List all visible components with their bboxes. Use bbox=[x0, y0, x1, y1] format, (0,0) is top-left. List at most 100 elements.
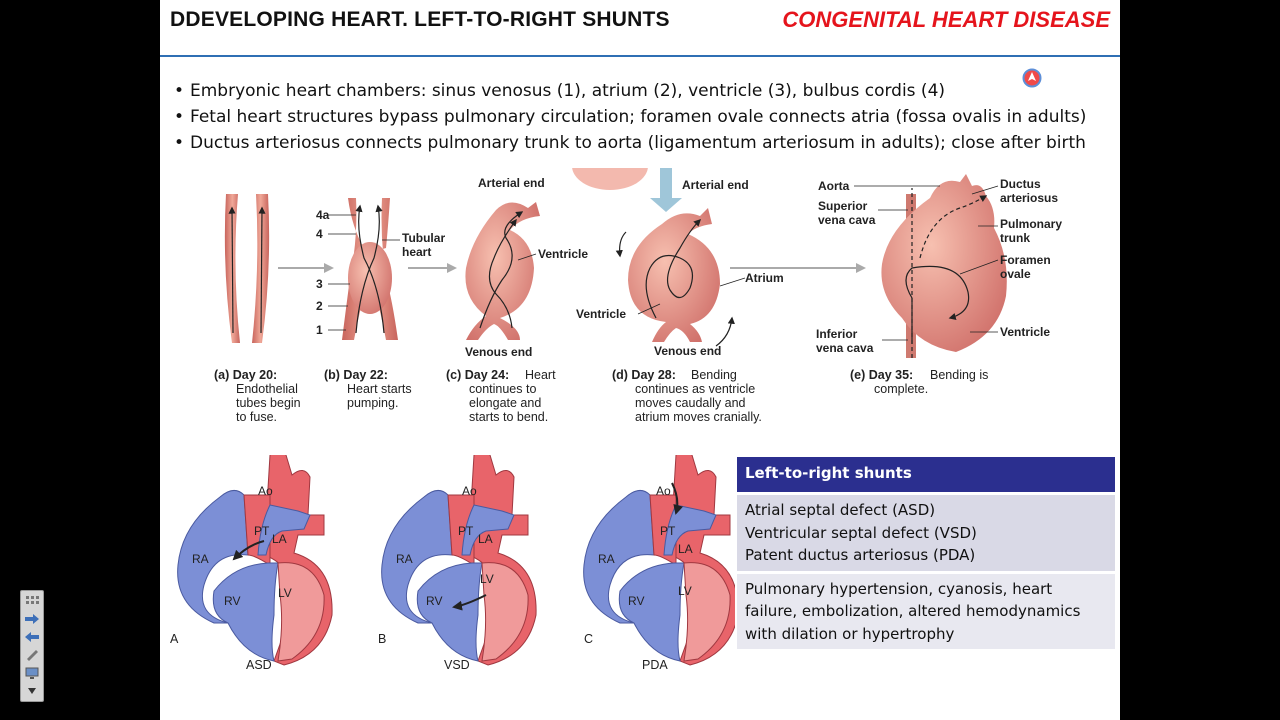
asd-shunt-arrow-icon bbox=[232, 540, 265, 561]
caption-asd: ASD bbox=[246, 658, 272, 672]
pda-label-rv: RV bbox=[628, 594, 644, 608]
heart-development-diagram: 4a 4 3 2 1 Tubular heart Arterial end Ve… bbox=[214, 168, 1062, 424]
label-ventricle-d: Ventricle bbox=[576, 307, 626, 321]
label-foramen: Foramen bbox=[1000, 253, 1051, 267]
caption-b-2: pumping. bbox=[347, 396, 398, 410]
stage-c-elongating-heart: Arterial end Ventricle Venous end bbox=[465, 176, 588, 359]
vsd-label-ao: Ao bbox=[462, 484, 477, 498]
pda-shunt-arrow-icon bbox=[671, 482, 684, 515]
caption-c-0: Heart bbox=[525, 368, 556, 382]
caption-e-bold: (e) Day 35: bbox=[850, 368, 913, 382]
caption-c-3: starts to bend. bbox=[469, 410, 548, 424]
caption-c-2: elongate and bbox=[469, 396, 541, 410]
shunt-defect-illustrations: Ao PT RA LA RV LV A ASD Ao PT RA LA RV L… bbox=[170, 455, 735, 672]
caption-b-1: Heart starts bbox=[347, 382, 412, 396]
pen-icon[interactable] bbox=[24, 649, 40, 661]
caption-c-1: continues to bbox=[469, 382, 536, 396]
vsd-label-lv: LV bbox=[480, 572, 494, 586]
slide: DDEVELOPING HEART. LEFT-TO-RIGHT SHUNTS … bbox=[160, 0, 1120, 720]
label-arteriosus: arteriosus bbox=[1000, 191, 1058, 205]
caption-e-1: complete. bbox=[874, 382, 928, 396]
pda-label-lv: LV bbox=[678, 584, 692, 598]
pda-label-pt: PT bbox=[660, 524, 676, 538]
table-row: Atrial septal defect (ASD) bbox=[745, 501, 936, 519]
stage-captions: (a) Day 20: Endothelial tubes begin to f… bbox=[214, 368, 988, 424]
label-arterial-end-d: Arterial end bbox=[682, 178, 749, 192]
label-ventricle-e: Ventricle bbox=[1000, 325, 1050, 339]
letter-c: C bbox=[584, 632, 593, 646]
asd-label-la: LA bbox=[272, 532, 287, 546]
caption-a-bold: (a) Day 20: bbox=[214, 368, 277, 382]
caption-c-bold: (c) Day 24: bbox=[446, 368, 509, 382]
pda-label-ao: Ao bbox=[656, 484, 671, 498]
asd-label-ao: Ao bbox=[258, 484, 273, 498]
stage-b-label-4: 4 bbox=[316, 227, 323, 241]
table-row: failure, embolization, altered hemodynam… bbox=[745, 602, 1081, 620]
label-heart: heart bbox=[402, 245, 431, 259]
previous-heart-fragment bbox=[572, 168, 648, 190]
pda-label-ra: RA bbox=[598, 552, 615, 566]
next-arrow-icon[interactable] bbox=[24, 613, 40, 625]
caption-a-1: Endothelial bbox=[236, 382, 298, 396]
letter-a: A bbox=[170, 632, 179, 646]
caption-d-3: atrium moves cranially. bbox=[635, 410, 762, 424]
label-atrium-d: Atrium bbox=[745, 271, 784, 285]
table-header: Left-to-right shunts bbox=[737, 457, 1115, 492]
label-trunk: trunk bbox=[1000, 231, 1030, 245]
table-row: Ventricular septal defect (VSD) bbox=[745, 523, 977, 542]
caption-vsd: VSD bbox=[444, 658, 470, 672]
table-row: Pulmonary hypertension, cyanosis, heart bbox=[745, 579, 1053, 598]
heart-asd bbox=[177, 455, 333, 666]
asd-label-rv: RV bbox=[224, 594, 240, 608]
label-tubular: Tubular bbox=[402, 231, 445, 245]
table-row: Patent ductus arteriosus (PDA) bbox=[745, 546, 976, 564]
label-venous-end-c: Venous end bbox=[465, 345, 532, 359]
title-divider bbox=[160, 55, 1120, 57]
label-ventricle-c: Ventricle bbox=[538, 247, 588, 261]
grid-icon[interactable] bbox=[24, 595, 40, 607]
letter-b: B bbox=[378, 632, 386, 646]
stage-a-endothelial-tubes bbox=[224, 194, 270, 343]
caption-d-0: Bending bbox=[691, 368, 737, 382]
vsd-shunt-arrow-icon bbox=[452, 594, 487, 611]
presenter-toolbar bbox=[20, 590, 44, 702]
stage-b-label-2: 2 bbox=[316, 299, 323, 313]
slide-topic: CONGENITAL HEART DISEASE bbox=[782, 7, 1110, 32]
stage-b-tubular-heart: 4a 4 3 2 1 Tubular heart bbox=[316, 198, 445, 340]
label-vena-cava-sup: vena cava bbox=[818, 213, 876, 227]
table-row: with dilation or hypertrophy bbox=[745, 624, 955, 643]
caption-a-3: to fuse. bbox=[236, 410, 277, 424]
menu-down-icon[interactable] bbox=[24, 685, 40, 697]
asd-label-lv: LV bbox=[278, 586, 292, 600]
caption-pda: PDA bbox=[642, 658, 668, 672]
caption-d-2: moves caudally and bbox=[635, 396, 746, 410]
caption-b-bold: (b) Day 22: bbox=[324, 368, 388, 382]
label-venous-end-d: Venous end bbox=[654, 344, 721, 358]
label-vena-cava-inf: vena cava bbox=[816, 341, 874, 355]
caption-a-2: tubes begin bbox=[236, 396, 301, 410]
label-ductus: Ductus bbox=[1000, 177, 1041, 191]
label-inferior: Inferior bbox=[816, 327, 858, 341]
previous-arrow-icon[interactable] bbox=[24, 631, 40, 643]
stage-b-label-1: 1 bbox=[316, 323, 323, 337]
bullet-item: Ductus arteriosus connects pulmonary tru… bbox=[174, 130, 1086, 156]
shunt-types-block: Atrial septal defect (ASD) Ventricular s… bbox=[737, 495, 1115, 571]
downward-arrow-icon bbox=[650, 168, 682, 212]
caption-e-0: Bending is bbox=[930, 368, 988, 382]
bullet-item: Fetal heart structures bypass pulmonary … bbox=[174, 104, 1086, 130]
complications-block: Pulmonary hypertension, cyanosis, heart … bbox=[737, 573, 1115, 649]
label-arterial-end-c: Arterial end bbox=[478, 176, 545, 190]
label-aorta: Aorta bbox=[818, 179, 850, 193]
vsd-label-la: LA bbox=[478, 532, 493, 546]
pointer-highlight-icon bbox=[1022, 68, 1042, 88]
vsd-label-rv: RV bbox=[426, 594, 442, 608]
vsd-label-pt: PT bbox=[458, 524, 474, 538]
bullet-list: Embryonic heart chambers: sinus venosus … bbox=[174, 78, 1086, 156]
screen-icon[interactable] bbox=[24, 667, 40, 679]
slide-title: DDEVELOPING HEART. LEFT-TO-RIGHT SHUNTS bbox=[170, 8, 670, 31]
stage-b-label-3: 3 bbox=[316, 277, 323, 291]
stage-d-bending-heart: Arterial end Atrium Ventricle Venous end bbox=[572, 168, 784, 358]
label-ovale: ovale bbox=[1000, 267, 1031, 281]
bullet-item: Embryonic heart chambers: sinus venosus … bbox=[174, 78, 1086, 104]
vsd-label-ra: RA bbox=[396, 552, 413, 566]
